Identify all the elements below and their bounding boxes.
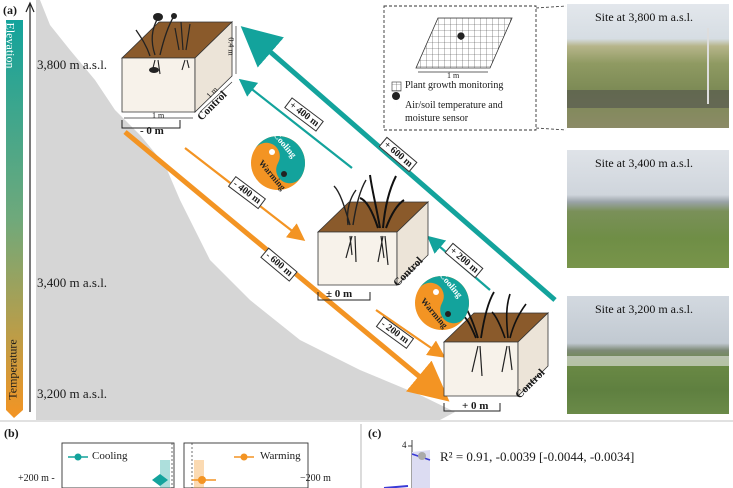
plant-growth-icon (391, 81, 402, 92)
panel-b-left-tick: +200 m - (18, 473, 55, 484)
panel-b-warming: Warming (260, 450, 301, 462)
mid-block-offset: ± 0 m (326, 288, 353, 300)
panel-c-y-tick: 4 (402, 440, 407, 450)
grid-plot-icon (415, 17, 513, 69)
panel-label-a: (a) (3, 3, 17, 17)
legend-sensor: Air/soil temperature and moisture sensor (405, 100, 503, 124)
elevation-3800: 3,800 m a.s.l. (37, 57, 108, 72)
legend-grid-size: 1 m (447, 71, 460, 80)
elevation-temperature-bar (6, 20, 23, 418)
site-caption-3800: Site at 3,800 m a.s.l. (595, 10, 693, 24)
site-photo-3400: Site at 3,400 m a.s.l. (567, 150, 729, 268)
panel-label-c: (c) (368, 426, 382, 440)
top-block-height: 0.4 m (226, 37, 236, 56)
elevation-3400: 3,400 m a.s.l. (37, 275, 108, 290)
elevation-3200: 3,200 m a.s.l. (37, 386, 108, 401)
panel-b-right-tick: −200 m (300, 473, 331, 484)
cooling-arrow-top (238, 78, 353, 169)
mountain-slope (0, 0, 455, 420)
legend-plant-growth: Plant growth monitoring (405, 80, 504, 91)
panel-b-cooling: Cooling (92, 450, 128, 462)
temperature-label: Temperature (5, 339, 20, 400)
site-photo-3800: Site at 3,800 m a.s.l. (567, 4, 729, 128)
elevation-label: Elevation (3, 22, 18, 69)
panel-label-b: (b) (4, 426, 19, 440)
plot-block-top (121, 13, 237, 129)
yinyang-symbol-low (415, 276, 469, 330)
plot-block-low (443, 291, 549, 412)
top-block-offset: - 0 m (140, 125, 164, 137)
sensor-pin-icon (392, 92, 401, 112)
warming-arrow-low (375, 309, 446, 358)
top-block-width: 1 m (152, 111, 165, 120)
yinyang-symbol-top (251, 136, 305, 190)
low-block-offset: + 0 m (462, 400, 489, 412)
plot-block-mid (317, 174, 429, 301)
site-caption-3200: Site at 3,200 m a.s.l. (595, 302, 693, 316)
panel-c-annotation: R² = 0.91, -0.0039 [-0.0044, -0.0034] (440, 449, 635, 464)
site-caption-3400: Site at 3,400 m a.s.l. (595, 156, 693, 170)
site-photo-3200: Site at 3,200 m a.s.l. (567, 296, 729, 414)
